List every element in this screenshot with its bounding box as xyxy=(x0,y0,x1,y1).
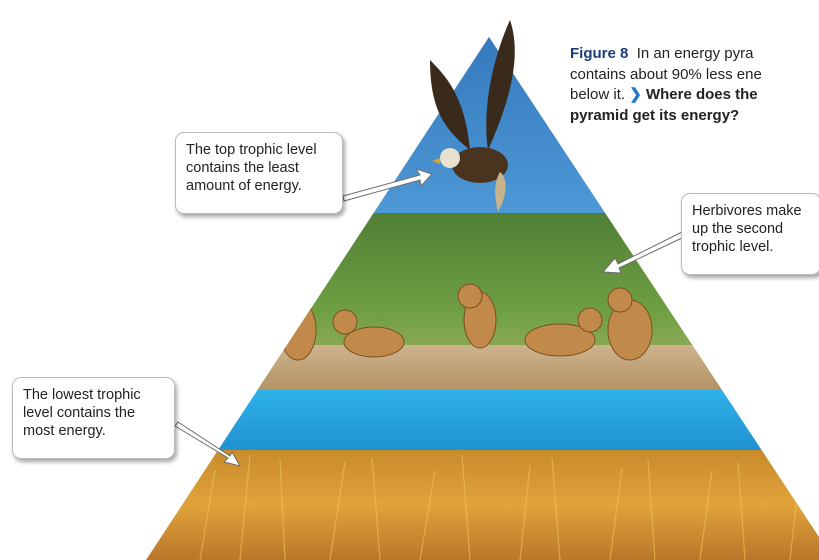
arrow-top-level xyxy=(342,168,433,202)
callout-top-line-1: The top trophic level xyxy=(186,142,317,158)
grass-blades xyxy=(199,454,801,560)
lowest-trophic-level-grass xyxy=(146,450,819,560)
callout-herbivores: Herbivores make up the second trophic le… xyxy=(681,193,819,275)
caption-text-3: below it. xyxy=(570,86,626,103)
callout-lowest-line-2: level contains the xyxy=(23,405,136,421)
figure-label: Figure 8 xyxy=(570,45,629,62)
caption-question-1: Where does the xyxy=(645,86,758,103)
chevron-right-icon: ❯ xyxy=(629,86,642,103)
callout-top-trophic-level: The top trophic level contains the least… xyxy=(175,132,343,214)
caption-line-2: contains about 90% less ene xyxy=(570,65,762,83)
caption-line-3: below it. ❯ Where does the xyxy=(570,85,819,106)
callout-herbivores-line-3: trophic level. xyxy=(692,239,774,255)
callout-top-line-3: amount of energy. xyxy=(186,178,302,194)
figure-caption: Figure 8 In an energy pyra contains abou… xyxy=(570,44,819,126)
caption-line-1: Figure 8 In an energy pyra xyxy=(570,44,819,65)
callout-lowest-line-3: most energy. xyxy=(23,423,106,439)
lowest-trophic-level-water xyxy=(146,390,819,455)
caption-text-1: In an energy pyra xyxy=(636,45,754,62)
callout-top-line-2: contains the least xyxy=(186,160,299,176)
arrow-herbivores xyxy=(601,231,685,274)
callout-lowest-line-1: The lowest trophic xyxy=(23,387,141,403)
arrow-lowest-level xyxy=(174,421,242,467)
eagle-icon xyxy=(430,20,515,212)
callout-herbivores-line-2: up the second xyxy=(692,221,784,237)
caption-question-2: pyramid get its energy? xyxy=(570,106,740,124)
callout-lowest-trophic-level: The lowest trophic level contains the mo… xyxy=(12,377,175,459)
prairie-dog-icon xyxy=(279,283,653,361)
callout-arrows xyxy=(174,168,685,467)
callout-herbivores-line-1: Herbivores make xyxy=(692,203,802,219)
